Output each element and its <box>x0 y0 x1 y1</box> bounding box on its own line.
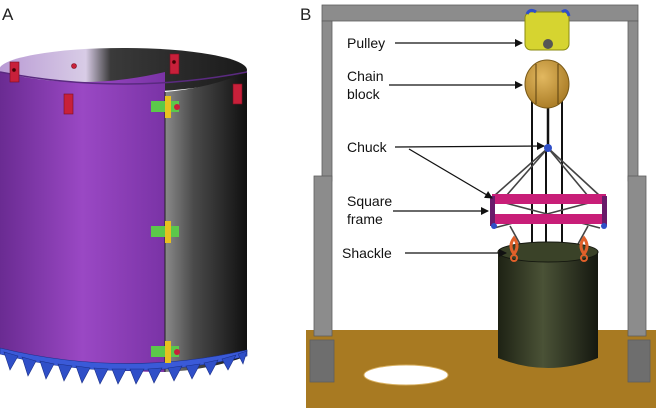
gantry <box>309 4 651 383</box>
lug-hole <box>11 67 17 73</box>
tooth <box>57 363 73 382</box>
pile-body <box>498 252 598 368</box>
chain-block <box>524 59 570 109</box>
casing-rim <box>0 71 248 85</box>
gantry-right-lower-leg <box>627 175 647 337</box>
tooth <box>39 360 55 380</box>
seam-clamps <box>151 96 180 363</box>
pulley-wheel <box>543 39 553 49</box>
sling <box>493 147 549 197</box>
clamp-nut <box>174 349 180 355</box>
gantry-right-foot <box>627 339 651 383</box>
clamp-bolt <box>165 96 171 118</box>
square-frame <box>490 194 607 229</box>
shackles <box>509 235 589 262</box>
tooth <box>237 350 248 365</box>
clamp-bolt <box>165 221 171 243</box>
label-square-frame-line2: frame <box>347 211 383 227</box>
arrow-chuck-top <box>394 142 545 151</box>
tooth <box>185 363 201 380</box>
lug <box>63 93 74 115</box>
tooth <box>3 351 19 371</box>
chain-left-loop <box>531 90 547 255</box>
clamp-top <box>151 96 180 118</box>
pulley-housing <box>524 11 570 51</box>
casing-purple-half <box>0 72 165 372</box>
gantry-top-beam <box>321 4 639 22</box>
tooth <box>111 368 127 385</box>
chuck-knot <box>544 144 552 152</box>
cutting-teeth <box>0 347 248 385</box>
clamp-nut <box>174 104 180 110</box>
arrow-chuck-frame <box>408 148 493 199</box>
lug-hole <box>171 59 177 65</box>
pulley-clips <box>525 8 571 17</box>
shackle-pin <box>580 254 588 262</box>
gantry-left-lower-leg <box>313 175 333 337</box>
lug-hole <box>71 63 77 69</box>
casing-cylinder <box>0 48 248 372</box>
ground <box>306 330 656 408</box>
clamp-bottom <box>151 341 180 363</box>
chain-right-loop <box>549 90 563 255</box>
sling <box>547 147 589 197</box>
tooth <box>93 367 109 385</box>
shackle-pin <box>510 254 518 262</box>
gantry-right-upper-leg <box>627 20 639 182</box>
label-chain-block-line1: Chain <box>347 68 384 84</box>
clamp-middle <box>151 221 179 243</box>
tooth <box>21 356 37 377</box>
panel-label-b: B <box>300 5 311 24</box>
clamp-bolt <box>165 341 171 363</box>
shackle-wire <box>509 225 521 245</box>
label-square-frame-line1: Square <box>347 193 392 209</box>
sling <box>547 147 601 197</box>
pile-hole <box>363 364 449 386</box>
pile-top <box>497 241 599 263</box>
tooth <box>203 359 219 376</box>
frame-corner <box>491 223 497 229</box>
ground-slab <box>306 330 656 408</box>
tooth <box>167 365 183 382</box>
lug <box>232 83 243 105</box>
frame-top-bar <box>492 194 606 204</box>
chain-block-body <box>524 59 570 109</box>
label-chain-block-line2: block <box>347 86 381 102</box>
gantry-left-upper-leg <box>321 20 333 182</box>
frame-left-post <box>490 196 495 226</box>
label-shackle: Shackle <box>342 245 392 261</box>
frame-right-post <box>602 196 607 226</box>
shackle-wire <box>577 225 589 245</box>
callout-arrows <box>389 39 545 257</box>
tooth <box>221 354 237 371</box>
gantry-left-foot <box>309 339 335 383</box>
lifting-lugs <box>9 53 243 115</box>
label-pulley: Pulley <box>347 35 385 51</box>
pulley <box>524 8 571 51</box>
casing-black-half <box>165 72 247 372</box>
tooth <box>75 365 91 384</box>
label-chuck: Chuck <box>347 139 388 155</box>
sling <box>505 147 549 197</box>
frame-corner <box>601 223 607 229</box>
frame-bottom-bar <box>492 214 606 224</box>
panel-label-a: A <box>2 5 14 24</box>
tooth <box>129 368 145 385</box>
pile-casing <box>497 241 599 368</box>
tooth <box>147 367 163 384</box>
